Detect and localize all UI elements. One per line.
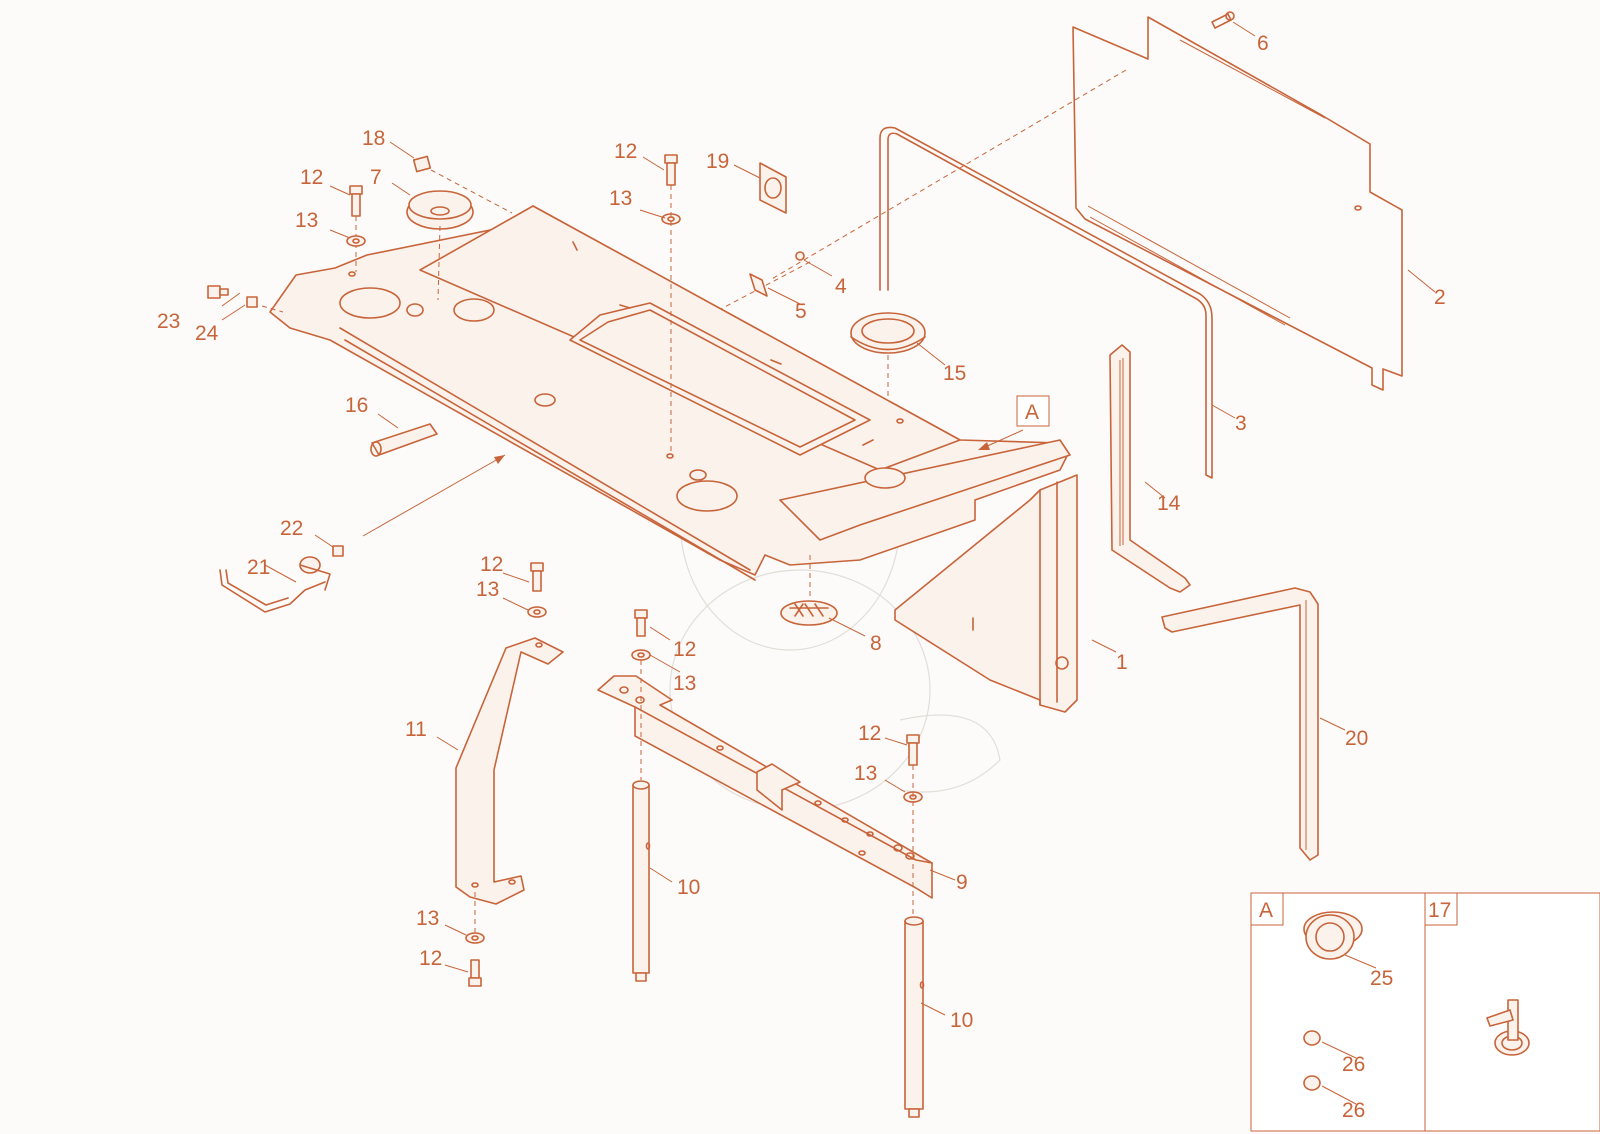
part-22-screw (332, 545, 344, 557)
callout-4: 4 (835, 275, 847, 298)
bolt-12-d (465, 892, 485, 987)
inset-17-label: 17 (1428, 899, 1451, 922)
callout-7: 7 (370, 166, 382, 189)
bolt-12-f (903, 734, 923, 915)
part-4-washer (795, 251, 805, 261)
callout-25: 25 (1370, 967, 1393, 990)
callout-12f: 12 (419, 947, 442, 970)
part-21-handle (219, 556, 331, 613)
part-7-cap (406, 190, 474, 301)
callout-22: 22 (280, 517, 303, 540)
callout-12e: 12 (858, 722, 881, 745)
callout-15: 15 (943, 362, 966, 385)
callout-12c: 12 (480, 553, 503, 576)
inset-a: A (1250, 892, 1426, 1132)
part-14-channel (1109, 344, 1191, 593)
callout-14: 14 (1157, 492, 1181, 515)
callout-23: 23 (157, 310, 180, 333)
callout-1: 1 (1116, 651, 1128, 674)
part-8-grommet (780, 555, 838, 626)
leader-lines (221, 141, 1436, 1016)
inset-17: 17 (1424, 892, 1600, 1132)
inset-a-label: A (1259, 899, 1273, 922)
bolt-12-c (527, 562, 547, 618)
detail-a-label: A (1025, 401, 1039, 424)
callout-12a: 12 (300, 166, 323, 189)
callout-13e: 13 (854, 762, 877, 785)
part-3-rod (879, 126, 1213, 479)
callout-26a: 26 (1342, 1053, 1365, 1076)
callout-26b: 26 (1342, 1099, 1365, 1122)
callout-19: 19 (706, 150, 729, 173)
part-10-post-b (904, 916, 925, 1118)
part-1-frame (269, 205, 1078, 713)
part-9-rail (597, 675, 933, 899)
part-20-channel (1161, 587, 1319, 861)
callout-11: 11 (405, 718, 427, 741)
callout-13f: 13 (416, 907, 439, 930)
callout-2: 2 (1434, 286, 1446, 309)
callout-13d: 13 (673, 672, 696, 695)
part-16-bushing (370, 423, 438, 457)
bolt-12-a (346, 185, 366, 272)
callout-13c: 13 (476, 578, 499, 601)
callout-16: 16 (345, 394, 368, 417)
callout-10a: 10 (677, 876, 700, 899)
callout-12b: 12 (614, 140, 637, 163)
callout-18: 18 (362, 127, 385, 150)
detail-a-marker: A (1016, 395, 1050, 427)
callout-20: 20 (1345, 727, 1368, 750)
part-10-post-a (632, 780, 651, 982)
part-15-grommet (850, 312, 926, 470)
part-6-screw (1211, 11, 1256, 37)
callout-9: 9 (956, 871, 968, 894)
part-11-bracket (455, 637, 564, 905)
part-2-panel (1072, 16, 1403, 391)
callout-13a: 13 (295, 209, 318, 232)
callouts: 1 2 3 4 5 6 7 8 9 10 10 11 12 12 12 12 1… (157, 32, 1446, 1122)
bolt-12-b (661, 154, 681, 452)
callout-24: 24 (195, 322, 219, 345)
callout-13b: 13 (609, 187, 632, 210)
callout-8: 8 (870, 632, 882, 655)
part-24-nut (246, 296, 284, 313)
callout-12d: 12 (673, 638, 696, 661)
callout-10b: 10 (950, 1009, 973, 1032)
part-5-clip (749, 273, 768, 297)
callout-3: 3 (1235, 412, 1247, 435)
part-18-nut (412, 155, 513, 214)
callout-6: 6 (1257, 32, 1269, 55)
callout-5: 5 (795, 300, 807, 323)
part-23-bolt (207, 285, 229, 299)
callout-21: 21 (247, 556, 270, 579)
part-19-grommet (759, 162, 787, 214)
